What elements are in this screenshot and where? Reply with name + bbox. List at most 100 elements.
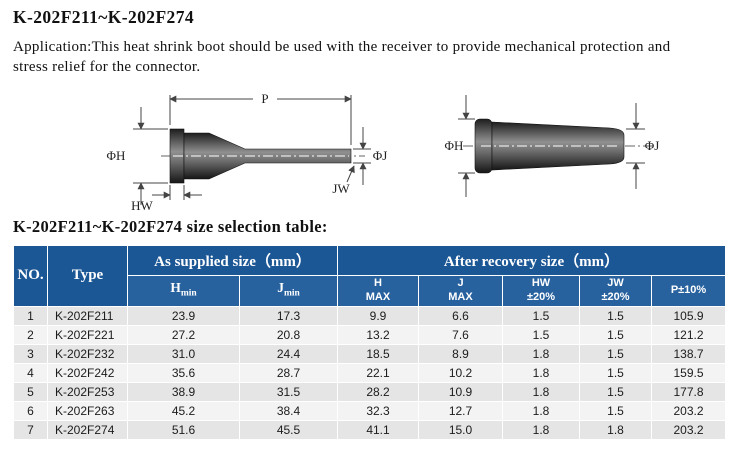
cell-jmax: 6.6	[418, 305, 503, 326]
dim-phi-j-right	[626, 102, 645, 189]
jw-line2: ±20%	[601, 290, 630, 303]
jmin-sub: min	[283, 288, 300, 299]
cell-p: 159.5	[650, 362, 727, 383]
cell-type: K-202F232	[47, 343, 128, 364]
cell-p: 121.2	[650, 324, 727, 345]
cell-jmin: 17.3	[239, 305, 338, 326]
cell-type: K-202F242	[47, 362, 128, 383]
cell-jmax: 7.6	[418, 324, 503, 345]
technical-diagram: P ΦH HW	[107, 91, 660, 213]
cell-hmin: 35.6	[127, 362, 240, 383]
cell-no: 7	[13, 419, 48, 440]
cell-hw: 1.8	[502, 343, 580, 364]
jmax-line2: MAX	[448, 290, 473, 303]
dim-hw	[152, 184, 202, 200]
cell-p: 105.9	[650, 305, 727, 326]
cell-jw: 1.5	[579, 362, 652, 383]
cell-jw: 1.5	[579, 324, 652, 345]
cell-hmin: 31.0	[127, 343, 240, 364]
cell-hmin: 51.6	[127, 419, 240, 440]
dim-p	[169, 94, 352, 145]
dim-jw-leader	[346, 164, 355, 182]
datasheet-page: K-202F211~K-202F274 Application:This hea…	[13, 7, 727, 440]
hmax-line1: H	[374, 276, 382, 289]
cell-p: 203.2	[650, 419, 727, 440]
col-group-supplied-size: As supplied size（mm）	[127, 244, 338, 276]
cell-hmax: 22.1	[337, 362, 419, 383]
cell-no: 4	[13, 362, 48, 383]
col-header-hmin: Hmin	[127, 274, 240, 307]
cell-hmin: 38.9	[127, 381, 240, 402]
hw-line2: ±20%	[526, 290, 556, 303]
cell-jw: 1.8	[579, 419, 652, 440]
cell-no: 2	[13, 324, 48, 345]
cell-no: 3	[13, 343, 48, 364]
hw-line1: HW	[531, 276, 551, 289]
col-header-jmin: Jmin	[239, 274, 338, 307]
col-header-type: Type	[47, 244, 128, 307]
dimension-label-hw: HW	[131, 198, 153, 213]
dim-phi-h-left	[133, 106, 168, 205]
cell-hw: 1.8	[502, 400, 580, 421]
dimension-label-phi-h-left: ΦH	[107, 148, 126, 163]
cell-jmin: 31.5	[239, 381, 338, 402]
jw-line1: JW	[607, 276, 624, 289]
dimension-label-phi-j-left: ΦJ	[373, 148, 388, 163]
cell-jmax: 10.9	[418, 381, 503, 402]
cell-jmin: 45.5	[239, 419, 338, 440]
cell-p: 203.2	[650, 400, 727, 421]
jmax-line1: J	[457, 276, 464, 289]
dim-phi-h-right	[458, 94, 475, 197]
cell-hmin: 23.9	[127, 305, 240, 326]
right-boot-diagram: ΦH ΦJ	[445, 94, 660, 197]
cell-hmax: 18.5	[337, 343, 419, 364]
dim-phi-j-left	[353, 126, 371, 185]
header-group-row: NO. Type As supplied size（mm） After reco…	[13, 244, 727, 307]
dimension-label-phi-j-right: ΦJ	[645, 138, 660, 153]
cell-jmax: 10.2	[418, 362, 503, 383]
left-boot-diagram: P ΦH HW	[107, 91, 388, 213]
cell-hmin: 27.2	[127, 324, 240, 345]
dimension-label-jw: JW	[332, 181, 350, 196]
cell-jmax: 12.7	[418, 400, 503, 421]
table-header: NO. Type As supplied size（mm） After reco…	[13, 244, 727, 307]
cell-jmin: 24.4	[239, 343, 338, 364]
hmin-sub: min	[180, 288, 197, 299]
col-header-p: P±10%	[650, 274, 727, 307]
cell-jmin: 28.7	[239, 362, 338, 383]
cell-type: K-202F263	[47, 400, 128, 421]
cell-no: 6	[13, 400, 48, 421]
cell-jw: 1.5	[579, 381, 652, 402]
dimension-label-p: P	[261, 91, 268, 106]
col-header-hw: HW±20%	[502, 274, 580, 307]
cell-jw: 1.5	[579, 400, 652, 421]
jmin-main: J	[277, 280, 284, 296]
cell-type: K-202F211	[47, 305, 128, 326]
cell-p: 138.7	[650, 343, 727, 364]
cell-hmax: 28.2	[337, 381, 419, 402]
col-header-no: NO.	[13, 244, 48, 307]
cell-hw: 1.5	[502, 324, 580, 345]
cell-jmin: 38.4	[239, 400, 338, 421]
cell-type: K-202F274	[47, 419, 128, 440]
cell-type: K-202F253	[47, 381, 128, 402]
cell-jw: 1.5	[579, 343, 652, 364]
cell-jmax: 15.0	[418, 419, 503, 440]
cell-hw: 1.8	[502, 381, 580, 402]
col-header-jw: JW±20%	[579, 274, 652, 307]
cell-p: 177.8	[650, 381, 727, 402]
table-heading: K-202F211~K-202F274 size selection table…	[13, 216, 328, 236]
cell-jmin: 20.8	[239, 324, 338, 345]
cell-hw: 1.8	[502, 362, 580, 383]
application-text: Application:This heat shrink boot should…	[13, 39, 671, 76]
